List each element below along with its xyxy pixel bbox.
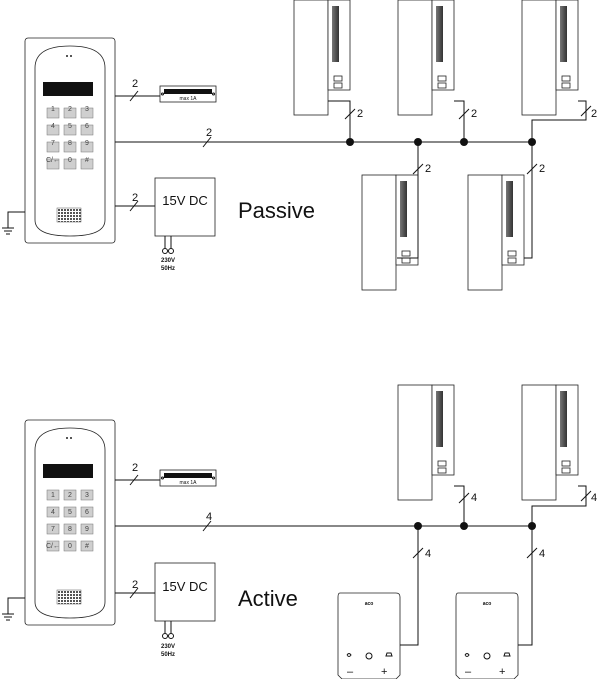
wire-count-handset: 2 (357, 108, 363, 120)
wire-count-lock: 2 (132, 78, 138, 90)
wire-count-handset: 4 (591, 492, 597, 504)
handset-unit (521, 384, 579, 501)
wire-count-handset: 2 (471, 108, 477, 120)
keypad-key: C/← (46, 543, 60, 550)
keypad-key: 0 (68, 543, 72, 550)
junction-dot (414, 138, 422, 146)
ground-icon (1, 613, 15, 621)
keypad-key: 5 (68, 123, 72, 130)
keypad-key: 7 (51, 140, 55, 147)
keypad-key: 6 (85, 123, 89, 130)
keypad-key: # (85, 157, 89, 164)
wire-count-monitor: 4 (539, 548, 545, 560)
keypad-key: 1 (51, 106, 55, 113)
section-title-active: Active (238, 586, 298, 611)
junction-dot (414, 522, 422, 530)
monitor-key-plus: + (499, 666, 505, 678)
wire-count-psu: 2 (132, 579, 138, 591)
monitor-key-plus: + (381, 666, 387, 678)
handset-unit (361, 174, 419, 291)
monitor-key-minus: – (465, 666, 472, 678)
lock-label: max 1A (180, 96, 198, 102)
handset-unit (521, 0, 579, 116)
power-supply-unit (154, 177, 216, 237)
keypad-key: 1 (51, 492, 55, 499)
active-section: 1 2 3 4 5 6 7 8 9 C/← 0 # 2 max 1A 4 2 1… (1, 384, 597, 679)
power-supply-unit (154, 562, 216, 622)
keypad-labels: 1 2 3 4 5 6 7 8 9 C/← 0 # (46, 106, 89, 164)
door-station-keypad (24, 419, 116, 626)
keypad-key: 2 (68, 492, 72, 499)
junction-dot (460, 522, 468, 530)
keypad-key: 3 (85, 106, 89, 113)
junction-dot (528, 138, 536, 146)
junction-dot (460, 138, 468, 146)
mains-frequency: 50Hz (161, 266, 175, 272)
keypad-key: 3 (85, 492, 89, 499)
wire-count-handset: 2 (539, 163, 545, 175)
keypad-key: 0 (68, 157, 72, 164)
wire-count-monitor: 4 (425, 548, 431, 560)
ground-icon (1, 227, 15, 235)
keypad-key: 7 (51, 526, 55, 533)
keypad-key: 4 (51, 123, 55, 130)
keypad-key: 4 (51, 509, 55, 516)
psu-label: 15V DC (162, 579, 208, 594)
junction-dot (346, 138, 354, 146)
mains-voltage: 230V (161, 644, 175, 650)
wire-count-handset: 2 (591, 108, 597, 120)
mains-frequency: 50Hz (161, 652, 175, 658)
wire-count-psu: 2 (132, 192, 138, 204)
handset-unit (397, 0, 455, 116)
wire-count-lock: 2 (132, 462, 138, 474)
wire-count-bus: 4 (206, 511, 212, 523)
keypad-key: C/← (46, 157, 60, 164)
keypad-key: 9 (85, 140, 89, 147)
keypad-labels: 1 2 3 4 5 6 7 8 9 C/← 0 # (46, 492, 89, 550)
junction-dot (528, 522, 536, 530)
wire-count-handset: 2 (425, 163, 431, 175)
wire-count-bus: 2 (206, 127, 212, 139)
keypad-key: 8 (68, 140, 72, 147)
mains-voltage: 230V (161, 258, 175, 264)
handset-unit (467, 174, 525, 291)
section-title-passive: Passive (238, 198, 315, 223)
keypad-key: 8 (68, 526, 72, 533)
lock-label: max 1A (180, 480, 198, 486)
psu-label: 15V DC (162, 193, 208, 208)
wire-count-handset: 4 (471, 492, 477, 504)
passive-section: 1 2 3 4 5 6 7 8 9 C/← 0 # 2 max 1A 2 2 (1, 0, 597, 291)
keypad-key: 2 (68, 106, 72, 113)
keypad-key: # (85, 543, 89, 550)
handset-unit (397, 384, 455, 501)
keypad-key: 5 (68, 509, 72, 516)
keypad-key: 9 (85, 526, 89, 533)
handset-unit (293, 0, 351, 116)
monitor-key-minus: – (347, 666, 354, 678)
keypad-key: 6 (85, 509, 89, 516)
